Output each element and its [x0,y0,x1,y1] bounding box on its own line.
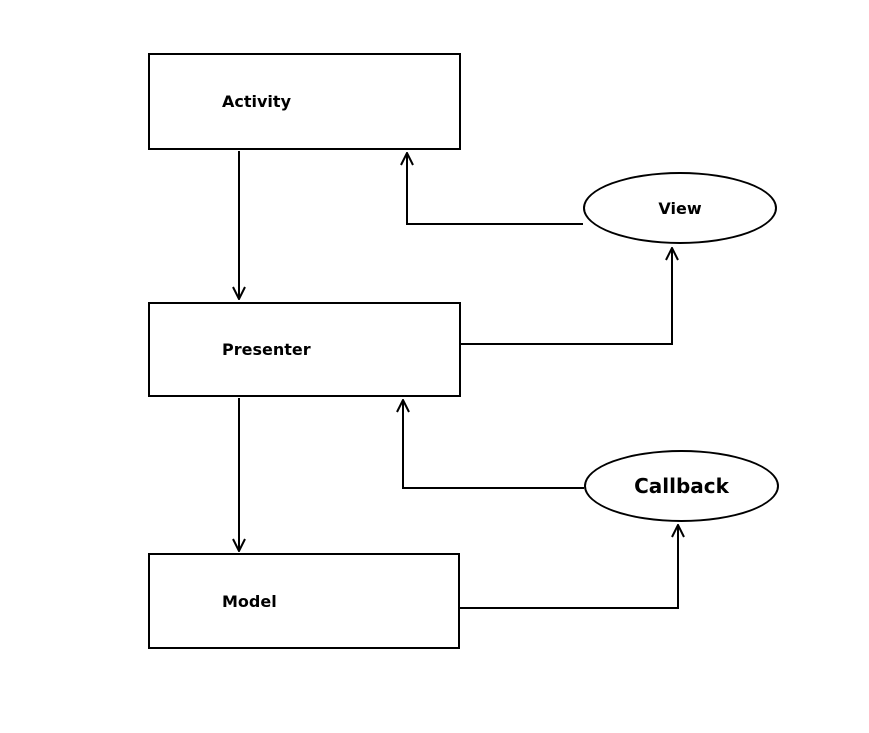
node-presenter: Presenter [148,302,461,397]
edge-callback-to-presenter [403,400,584,489]
node-model-label: Model [222,591,277,611]
node-view-label: View [658,198,702,218]
edge-model-to-callback [460,525,678,609]
edge-presenter-to-view [461,248,672,345]
edge-view-to-activity [407,153,583,225]
node-activity-label: Activity [222,92,291,111]
node-callback: Callback [584,450,779,522]
node-model: Model [148,553,460,649]
node-presenter-label: Presenter [222,340,311,359]
node-view: View [583,172,777,244]
node-activity: Activity [148,53,461,150]
node-callback-label: Callback [634,474,729,498]
